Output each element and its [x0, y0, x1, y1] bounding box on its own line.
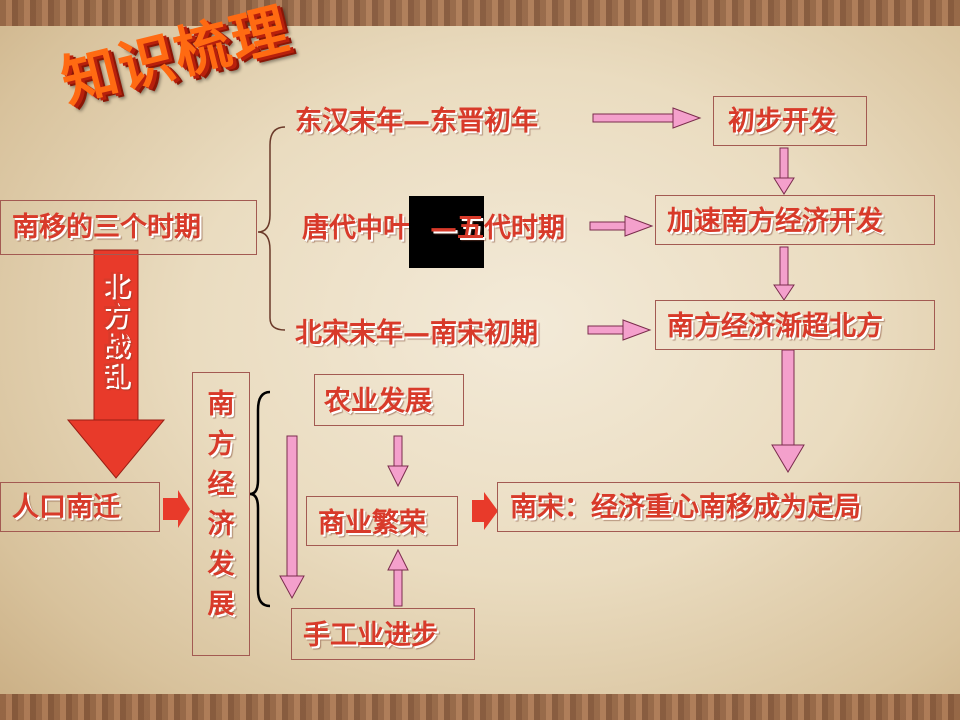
stage-2: 加速南方经济开发: [667, 206, 883, 237]
stage-2-box: [655, 195, 935, 245]
arrow-economy-down: [279, 435, 305, 600]
migration-label: 人口南迁: [12, 492, 120, 523]
arrow-handicraft-commerce: [387, 548, 409, 607]
arrow-stage2-stage3: [773, 246, 795, 301]
factors-brace: [249, 390, 271, 608]
factor-handicraft: 手工业进步: [303, 620, 438, 651]
stage-3: 南方经济渐超北方: [667, 311, 883, 342]
arrow-period2-stage2: [589, 215, 654, 237]
redaction-block: [409, 196, 484, 268]
periods-label: 南移的三个时期: [12, 212, 201, 243]
factor-commerce: 商业繁荣: [318, 508, 426, 539]
arrow-stage3-conclusion: [771, 349, 805, 473]
period-1: 东汉末年—东晋初年: [295, 106, 538, 137]
factor-agriculture: 农业发展: [324, 386, 432, 417]
cause-arrow: [66, 249, 166, 479]
factor-agriculture-box: [314, 374, 464, 426]
stage-1: 初步开发: [728, 106, 836, 137]
periods-brace: [257, 126, 286, 331]
decorative-border-top: [0, 0, 960, 26]
cause-text: 北方战乱: [102, 271, 130, 392]
cause-label: 北方战乱: [100, 272, 132, 392]
decorative-border-bottom: [0, 694, 960, 720]
factor-commerce-box: [306, 496, 458, 546]
period-3: 北宋末年—南宋初期: [295, 318, 538, 349]
arrow-period1-stage1: [592, 107, 702, 129]
economy-label: 南方经济发展: [201, 385, 241, 625]
arrow-stage1-stage2: [773, 147, 795, 195]
stage-1-box: [713, 96, 867, 146]
economy-text: 南方经济发展: [207, 389, 235, 620]
period-2-left: 唐代中叶: [302, 213, 410, 244]
periods-label-box: [0, 200, 257, 255]
conclusion: 南宋：经济重心南移成为定局: [510, 492, 861, 523]
economy-box: [192, 372, 250, 656]
period-2-right: —五代时期: [430, 213, 565, 244]
arrow-period3-stage3: [587, 319, 652, 341]
arrow-migration-economy: [163, 490, 190, 528]
stage-3-box: [655, 300, 935, 350]
migration-box: [0, 482, 160, 532]
arrow-agriculture-commerce: [387, 435, 409, 488]
factor-handicraft-box: [291, 608, 475, 660]
arrow-commerce-conclusion: [472, 492, 498, 530]
